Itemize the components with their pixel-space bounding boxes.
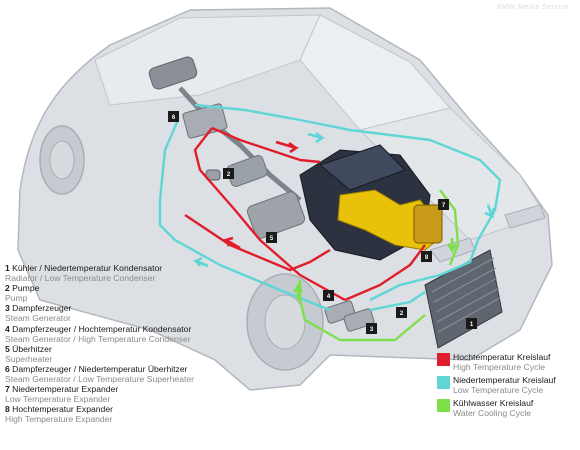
- radiator-fins: [431, 257, 501, 333]
- legend-label-en: Pump: [5, 293, 28, 304]
- low-temperature-cycle: [158, 103, 502, 312]
- expander-housing: [413, 204, 443, 244]
- cycle-label-de: Niedertemperatur Kreislauf: [453, 375, 556, 385]
- badge-7: 7: [438, 199, 449, 210]
- cycle-label-en: Low Temperature Cycle: [453, 385, 544, 395]
- watermark-text: BMW Media Service: [497, 4, 569, 11]
- color-swatch: [437, 399, 450, 412]
- svg-text:3: 3: [370, 327, 374, 333]
- flow-arrow-cyan-3: [484, 204, 496, 219]
- badge-4: 4: [323, 290, 334, 301]
- rear-wheel-hub: [49, 140, 75, 180]
- svg-text:5: 5: [270, 236, 274, 242]
- flow-arrow-cyan-1: [307, 132, 326, 144]
- legend-label-en: Radiator / Low Temperature Condenser: [5, 273, 156, 284]
- legend-number: 7: [5, 384, 10, 395]
- front-wheel-hub: [264, 294, 306, 350]
- rear-muffler: [148, 56, 198, 90]
- badge-8: 8: [421, 251, 432, 262]
- legend-label-de: Niedertemperatur Expander: [12, 384, 119, 395]
- legend-number: 4: [5, 323, 10, 334]
- legend-label-de: Dampferzeuger: [12, 303, 72, 314]
- legend-label-en: High Temperature Expander: [5, 414, 113, 425]
- svg-text:4: 4: [327, 294, 331, 300]
- svg-text:1: 1: [470, 322, 474, 328]
- cycle-entry-water-cooling: Kühlwasser Kreislauf Water Cooling Cycle: [437, 398, 580, 418]
- legend-label-en: Steam Generator / Low Temperature Superh…: [5, 374, 195, 385]
- color-swatch: [437, 376, 450, 389]
- flow-arrow-red-1: [275, 140, 300, 154]
- cycle-label-en: Water Cooling Cycle: [453, 408, 532, 418]
- cycle-entry-high-temp: Hochtemperatur Kreislauf High Temperatur…: [437, 352, 580, 372]
- legend-number: 5: [5, 343, 10, 354]
- cycle-entry-low-temp: Niedertemperatur Kreislauf Low Temperatu…: [437, 375, 580, 395]
- cycle-legend: Hochtemperatur Kreislauf High Temperatur…: [437, 352, 580, 421]
- flow-arrow-cyan-2: [192, 256, 209, 268]
- superheater-unit: [246, 191, 306, 239]
- color-swatch: [437, 353, 450, 366]
- windshield: [299, 14, 451, 131]
- legend-number: 3: [5, 303, 10, 314]
- badge-6: 6: [168, 111, 179, 122]
- svg-text:6: 6: [172, 115, 176, 121]
- pump-unit-rear: [205, 169, 221, 181]
- flow-arrow-green-1: [292, 281, 304, 300]
- svg-text:2: 2: [400, 311, 404, 317]
- legend-label-de: Dampferzeuger / Hochtemperatur Kondensat…: [12, 323, 192, 334]
- legend-label-de: Überhitzer: [12, 343, 52, 354]
- cycle-label-de: Hochtemperatur Kreislauf: [453, 352, 551, 362]
- svg-text:8: 8: [425, 255, 429, 261]
- high-temperature-cycle: [184, 126, 426, 302]
- badge-1: 1: [466, 318, 477, 329]
- legend-entry-4: 4 Dampferzeuger / Hochtemperatur Kondens…: [5, 324, 255, 344]
- legend-number: 8: [5, 404, 10, 415]
- legend-entry-6: 6 Dampferzeuger / Niedertemperatur Überh…: [5, 364, 255, 384]
- badge-2-front: 2: [396, 307, 407, 318]
- headlight-right: [504, 204, 546, 229]
- legend-label-en: Steam Generator / High Temperature Conde…: [5, 333, 191, 344]
- cycle-label-de: Kühlwasser Kreislauf: [453, 398, 534, 408]
- legend-number: 6: [5, 363, 10, 374]
- engine-block: [299, 144, 443, 261]
- legend-label-de: Pumpe: [12, 283, 40, 294]
- flow-arrow-green-2: [446, 238, 458, 255]
- legend-number: 1: [5, 263, 10, 273]
- legend-label-de: Hochtemperatur Expander: [12, 404, 113, 415]
- legend-label-en: Superheater: [5, 353, 53, 364]
- badge-3: 3: [366, 323, 377, 334]
- badge-2-rear: 2: [223, 168, 234, 179]
- legend-label-de: Kühler / Niedertemperatur Kondensator: [12, 263, 163, 273]
- svg-text:7: 7: [442, 203, 446, 209]
- flow-arrow-red-2: [222, 236, 241, 250]
- legend-number: 2: [5, 283, 10, 294]
- legend-label-de: Dampferzeuger / Niedertemperatur Überhit…: [12, 363, 188, 374]
- legend-label-en: Low Temperature Expander: [5, 394, 111, 405]
- intake-manifold: [318, 144, 406, 191]
- hood: [359, 107, 546, 241]
- badge-5: 5: [266, 232, 277, 243]
- svg-text:2: 2: [227, 172, 231, 178]
- legend-label-en: Steam Generator: [5, 313, 71, 324]
- cycle-label-en: High Temperature Cycle: [453, 362, 546, 372]
